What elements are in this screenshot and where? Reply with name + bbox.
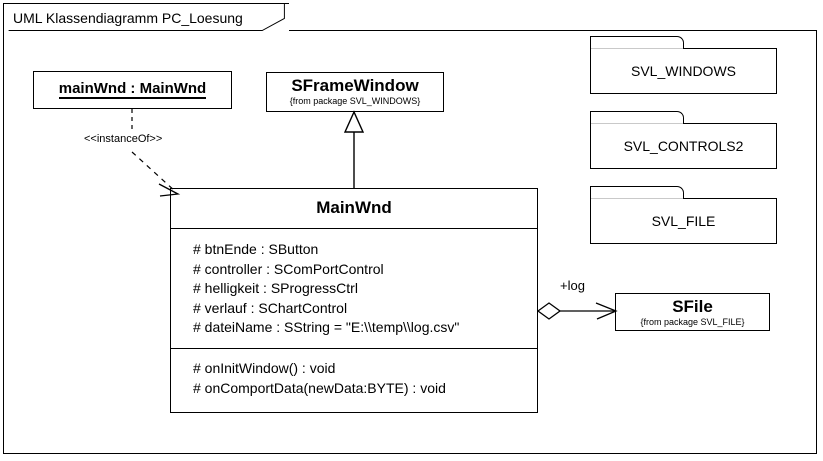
package-name: SVL_FILE <box>651 213 716 229</box>
class-package-note-sfile: {from package SVL_FILE} <box>640 317 745 327</box>
object-box-mainwnd[interactable]: mainWnd : MainWnd <box>33 71 232 109</box>
edge-label-instanceof: <<instanceOf>> <box>84 133 163 145</box>
package-tab <box>590 186 684 199</box>
package-body <box>590 48 777 94</box>
class-operation: # onInitWindow() : void <box>193 360 336 376</box>
package-name: SVL_WINDOWS <box>630 63 736 79</box>
class-attribute: # helligkeit : SProgressCtrl <box>193 280 358 296</box>
class-attributes-compartment: # btnEnde : SButton # controller : SComP… <box>171 229 537 349</box>
class-attribute: # controller : SComPortControl <box>193 260 384 277</box>
class-package-note-sframewindow: {from package SVL_WINDOWS} <box>289 96 421 106</box>
class-attribute: # dateiName : SString = "E:\\temp\\log.c… <box>193 319 460 335</box>
class-box-sfile[interactable]: SFile {from package SVL_FILE} <box>615 293 770 331</box>
class-operation: # onComportData(newData:BYTE) : void <box>193 379 446 396</box>
class-attribute: # btnEnde : SButton <box>193 241 319 257</box>
package-name: SVL_CONTROLS2 <box>623 138 744 154</box>
class-name-compartment: MainWnd <box>171 189 537 229</box>
class-operations-compartment: # onInitWindow() : void # onComportData(… <box>171 349 537 412</box>
package-svl-file[interactable]: SVL_FILE <box>590 186 777 244</box>
package-divider <box>591 198 683 199</box>
package-svl-windows[interactable]: SVL_WINDOWS <box>590 36 777 94</box>
package-tab <box>590 36 684 49</box>
class-attribute: # verlauf : SChartControl <box>193 299 348 316</box>
edge-label-log-role: +log <box>560 278 585 293</box>
package-tab <box>590 111 684 124</box>
object-name: mainWnd : MainWnd <box>58 80 207 99</box>
class-box-mainwnd[interactable]: MainWnd # btnEnde : SButton # controller… <box>170 188 538 413</box>
diagram-title: UML Klassendiagramm PC_Loesung <box>13 10 243 26</box>
class-name-sfile: SFile <box>672 297 713 316</box>
package-divider <box>591 123 683 124</box>
package-svl-controls2[interactable]: SVL_CONTROLS2 <box>590 111 777 169</box>
package-divider <box>591 48 683 49</box>
package-body <box>590 198 777 244</box>
diagram-title-tab: UML Klassendiagramm PC_Loesung <box>3 3 289 31</box>
package-body <box>590 123 777 169</box>
class-name-sframewindow: SFrameWindow <box>291 76 419 95</box>
class-box-sframewindow[interactable]: SFrameWindow {from package SVL_WINDOWS} <box>266 72 444 112</box>
class-name-mainwnd: MainWnd <box>316 198 392 217</box>
